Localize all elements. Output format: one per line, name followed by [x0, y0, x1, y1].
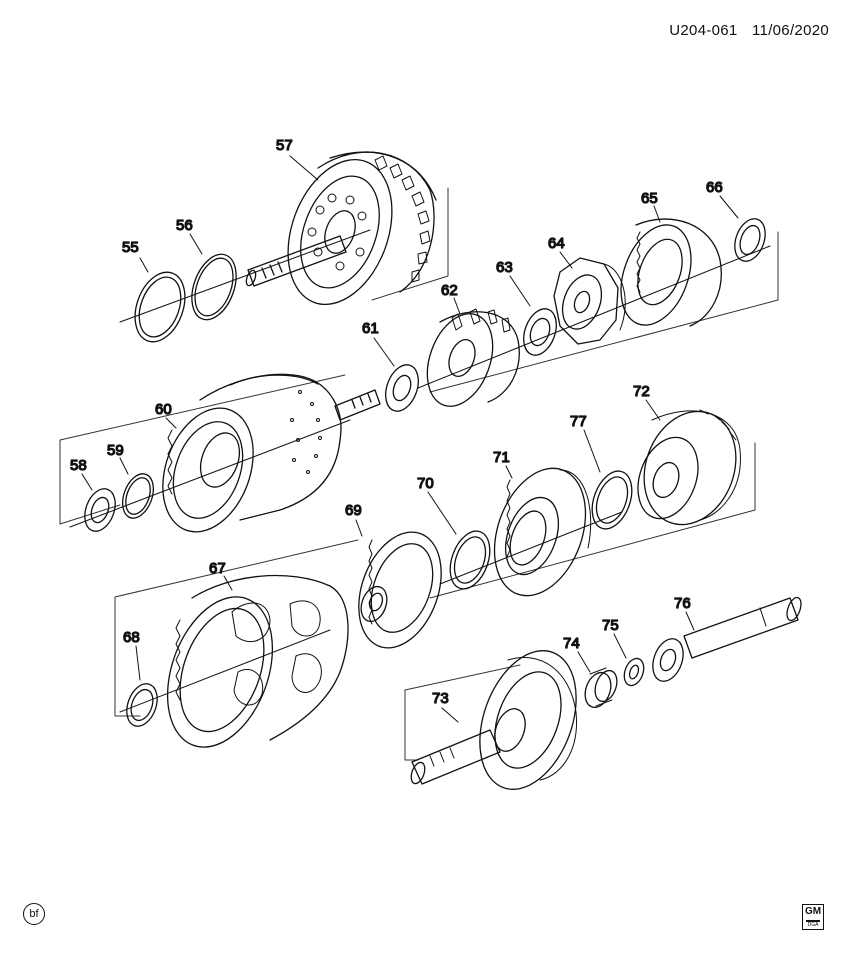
callout-55: 55	[122, 239, 139, 256]
callout-67: 67	[209, 560, 226, 577]
callout-65: 65	[641, 190, 658, 207]
callout-71: 71	[493, 449, 510, 466]
part-77-thrust-washer	[585, 466, 639, 535]
callout-70: 70	[417, 475, 434, 492]
part-75-bearing	[621, 656, 647, 688]
gm-logo-bar	[806, 919, 820, 922]
bf-badge-text: bf	[29, 908, 39, 920]
part-55-snap-ring	[126, 265, 194, 348]
part-69-sun-gear	[344, 521, 456, 660]
gm-logo: GM DGA	[802, 904, 824, 930]
callout-72: 72	[633, 383, 650, 400]
callout-64: 64	[548, 235, 565, 252]
callout-62: 62	[441, 282, 458, 299]
diagram-code: U204-061	[669, 22, 738, 39]
callout-56: 56	[176, 217, 193, 234]
callout-63: 63	[496, 259, 513, 276]
part-60-clutch-drum	[147, 374, 380, 544]
part-73-output-shaft	[409, 637, 594, 802]
part-76-sun-gear-shaft	[647, 596, 803, 686]
callout-labels: 55 56 57 58 59 60 61 62 63 64 65 66 67 6…	[69, 136, 723, 707]
part-74-pinion-gear	[581, 668, 621, 711]
gm-logo-subtext: DGA	[807, 921, 819, 928]
callout-73: 73	[432, 690, 449, 707]
part-65-ring-gear	[608, 215, 721, 335]
part-56-seal-ring	[184, 248, 245, 326]
bf-badge: bf	[23, 903, 45, 925]
part-67-planet-carrier-housing	[148, 576, 348, 762]
part-57-clutch-housing	[245, 145, 436, 319]
part-63-thrust-washer	[518, 304, 563, 359]
callout-75: 75	[602, 617, 619, 634]
callout-76: 76	[674, 595, 691, 612]
callout-74: 74	[563, 635, 580, 652]
callout-69: 69	[345, 502, 362, 519]
diagram-header: U204-061 11/06/2020	[659, 22, 829, 39]
part-72-carrier-assembly	[627, 398, 751, 537]
part-71-clutch-gear	[478, 456, 602, 609]
part-70-thrust-washer	[443, 526, 497, 595]
gm-logo-text: GM	[804, 905, 822, 917]
callout-66: 66	[706, 179, 723, 196]
part-62-clutch-hub	[415, 305, 519, 416]
part-64-planet-carrier	[554, 258, 625, 344]
callout-61: 61	[362, 320, 379, 337]
callout-57: 57	[276, 137, 293, 154]
part-59-seal-ring	[117, 470, 159, 523]
group-bracket-lines	[60, 188, 778, 760]
part-61-thrust-washer	[380, 360, 425, 415]
callout-60: 60	[155, 401, 172, 418]
part-58-thrust-washer	[79, 485, 120, 536]
diagram-date: 11/06/2020	[752, 22, 829, 39]
callout-59: 59	[107, 442, 124, 459]
callout-58: 58	[70, 457, 87, 474]
callout-leader-lines	[82, 156, 738, 722]
part-68-thrust-washer	[121, 680, 162, 731]
part-66-thrust-washer	[729, 215, 770, 266]
callout-77: 77	[570, 413, 587, 430]
callout-68: 68	[123, 629, 140, 646]
